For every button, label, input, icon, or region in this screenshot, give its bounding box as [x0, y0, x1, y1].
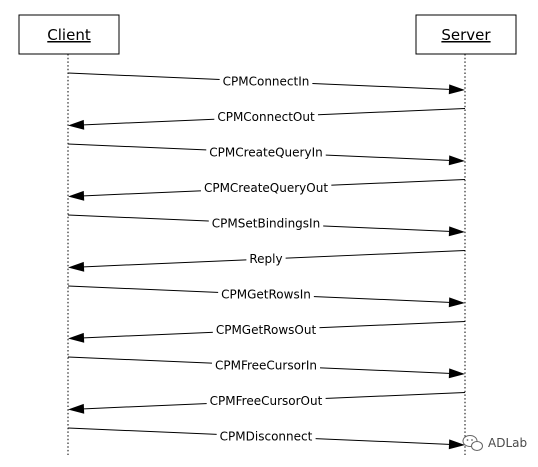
participant-client: Client	[18, 14, 120, 55]
client-label: Client	[47, 26, 91, 44]
message-label-background	[206, 394, 326, 409]
message-label-background	[216, 429, 316, 444]
message-label: Reply	[249, 252, 282, 266]
arrowhead-icon	[448, 368, 465, 379]
message-label: CPMFreeCursorIn	[215, 358, 317, 372]
arrowhead-icon	[68, 403, 85, 414]
message-label-background	[246, 252, 286, 267]
message-label-background	[214, 110, 318, 125]
arrowhead-icon	[68, 332, 85, 343]
message-label-background	[208, 216, 324, 231]
message-label: CPMGetRowsIn	[221, 287, 311, 301]
message-list: CPMConnectInCPMConnectOutCPMCreateQueryI…	[67, 72, 466, 450]
arrowhead-icon	[448, 297, 465, 308]
server-box	[415, 14, 517, 55]
message-arrow: CPMFreeCursorIn	[67, 356, 465, 379]
arrowhead-icon	[448, 226, 465, 237]
message-label: CPMCreateQueryOut	[204, 181, 328, 195]
message-arrow: Reply	[68, 250, 466, 272]
wechat-logo-icon	[462, 435, 483, 451]
arrowhead-icon	[68, 261, 85, 272]
message-arrow: CPMConnectOut	[68, 108, 466, 130]
client-box	[18, 14, 120, 55]
message-label: CPMCreateQueryIn	[209, 145, 322, 159]
message-arrow: CPMConnectIn	[67, 72, 465, 95]
message-label-background	[219, 74, 313, 89]
arrowhead-icon	[448, 439, 465, 450]
message-label: CPMSetBindingsIn	[212, 216, 320, 230]
message-label: CPMFreeCursorOut	[210, 394, 323, 408]
watermark-text: ADLab	[488, 436, 527, 450]
message-label-background	[211, 358, 321, 373]
arrowhead-icon	[68, 119, 85, 130]
message-arrow: CPMFreeCursorOut	[68, 392, 466, 414]
message-label-background	[212, 323, 320, 338]
message-arrow: CPMSetBindingsIn	[67, 214, 465, 237]
message-arrow: CPMCreateQueryOut	[68, 179, 466, 201]
message-arrow: CPMCreateQueryIn	[67, 143, 465, 166]
participant-server: Server	[415, 14, 517, 55]
arrowhead-icon	[68, 190, 85, 201]
arrowhead-icon	[448, 155, 465, 166]
message-label-background	[206, 145, 326, 160]
watermark: ADLab	[462, 435, 527, 451]
message-label-background	[200, 181, 332, 196]
message-label: CPMConnectIn	[223, 74, 310, 88]
message-label: CPMGetRowsOut	[216, 323, 317, 337]
server-label: Server	[441, 26, 491, 44]
message-label: CPMDisconnect	[220, 429, 313, 443]
message-arrow: CPMGetRowsIn	[67, 285, 465, 308]
message-label: CPMConnectOut	[217, 110, 315, 124]
arrowhead-icon	[448, 84, 465, 95]
message-arrow: CPMDisconnect	[67, 427, 465, 450]
message-label-background	[218, 287, 314, 302]
message-arrow: CPMGetRowsOut	[68, 321, 466, 343]
